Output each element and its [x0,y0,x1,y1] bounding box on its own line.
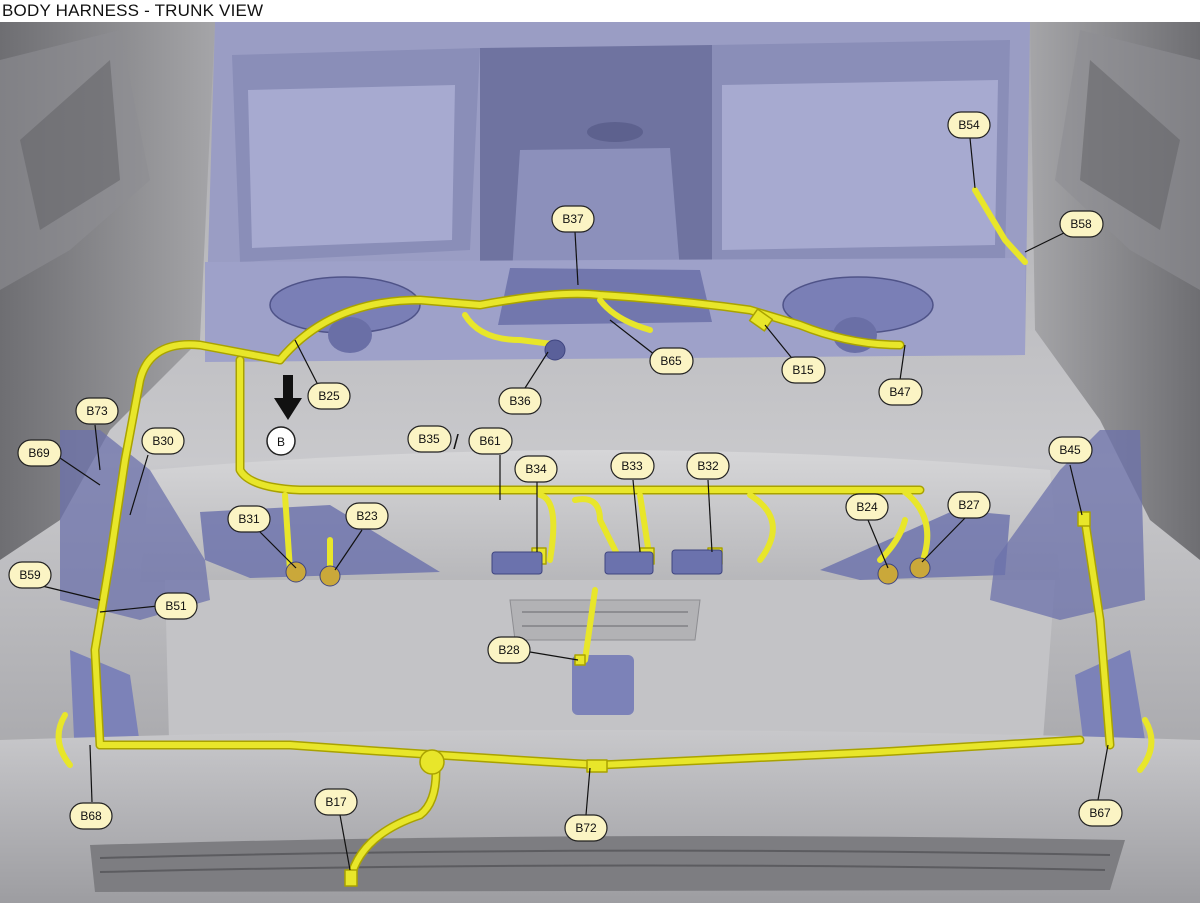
callout-separator: / [453,432,459,454]
connector-label-b59: B59 [19,568,41,582]
connector-label-b31: B31 [238,512,260,526]
connector-label-b27: B27 [958,498,980,512]
harness-shelf [277,290,903,363]
connector-label-b68: B68 [80,809,102,823]
connector-label-b36: B36 [509,394,531,408]
connector-label-b37: B37 [562,212,584,226]
connector-callouts [8,111,1123,842]
connector-label-b24: B24 [856,500,878,514]
connector-label-b23: B23 [356,509,378,523]
connector-labels: B54 B58 B37 B65 B15 B47 B25 B36 B73 B30 … [19,118,1111,835]
vehicle-body [0,22,1200,903]
connector-label-b58: B58 [1070,217,1092,231]
connector-label-b45: B45 [1059,443,1081,457]
harness-lid-drop-b17 [347,752,439,883]
connector-label-b28: B28 [498,643,520,657]
connector-label-b51: B51 [165,599,187,613]
connector-label-b33: B33 [621,459,643,473]
trunk-harness-diagram: B / [0,22,1200,903]
harness-lower-cross [97,737,1083,768]
connector-label-b61: B61 [479,434,501,448]
connector-label-b34: B34 [525,462,547,476]
callout-leaders [37,137,1109,871]
harness-lid [237,357,923,493]
view-arrow [266,375,302,456]
connector-label-b54: B54 [958,118,980,132]
connector-label-b15: B15 [792,363,814,377]
connector-label-b72: B72 [575,821,597,835]
connector-label-b35: B35 [418,432,440,446]
connector-label-b32: B32 [697,459,719,473]
view-marker-label: B [277,435,285,449]
lamp-connectors [285,339,931,587]
harness-right-riser [1082,517,1113,748]
connector-label-b25: B25 [318,389,340,403]
connector-label-b47: B47 [889,385,911,399]
connector-label-b17: B17 [325,795,347,809]
diagram-title: BODY HARNESS - TRUNK VIEW [2,1,264,20]
connector-label-b65: B65 [660,354,682,368]
harness-left-trunk [92,341,283,748]
connector-label-b67: B67 [1089,806,1111,820]
connector-label-b30: B30 [152,434,174,448]
title-bar: BODY HARNESS - TRUNK VIEW [0,0,1200,22]
connector-label-b73: B73 [86,404,108,418]
connector-label-b69: B69 [28,446,50,460]
